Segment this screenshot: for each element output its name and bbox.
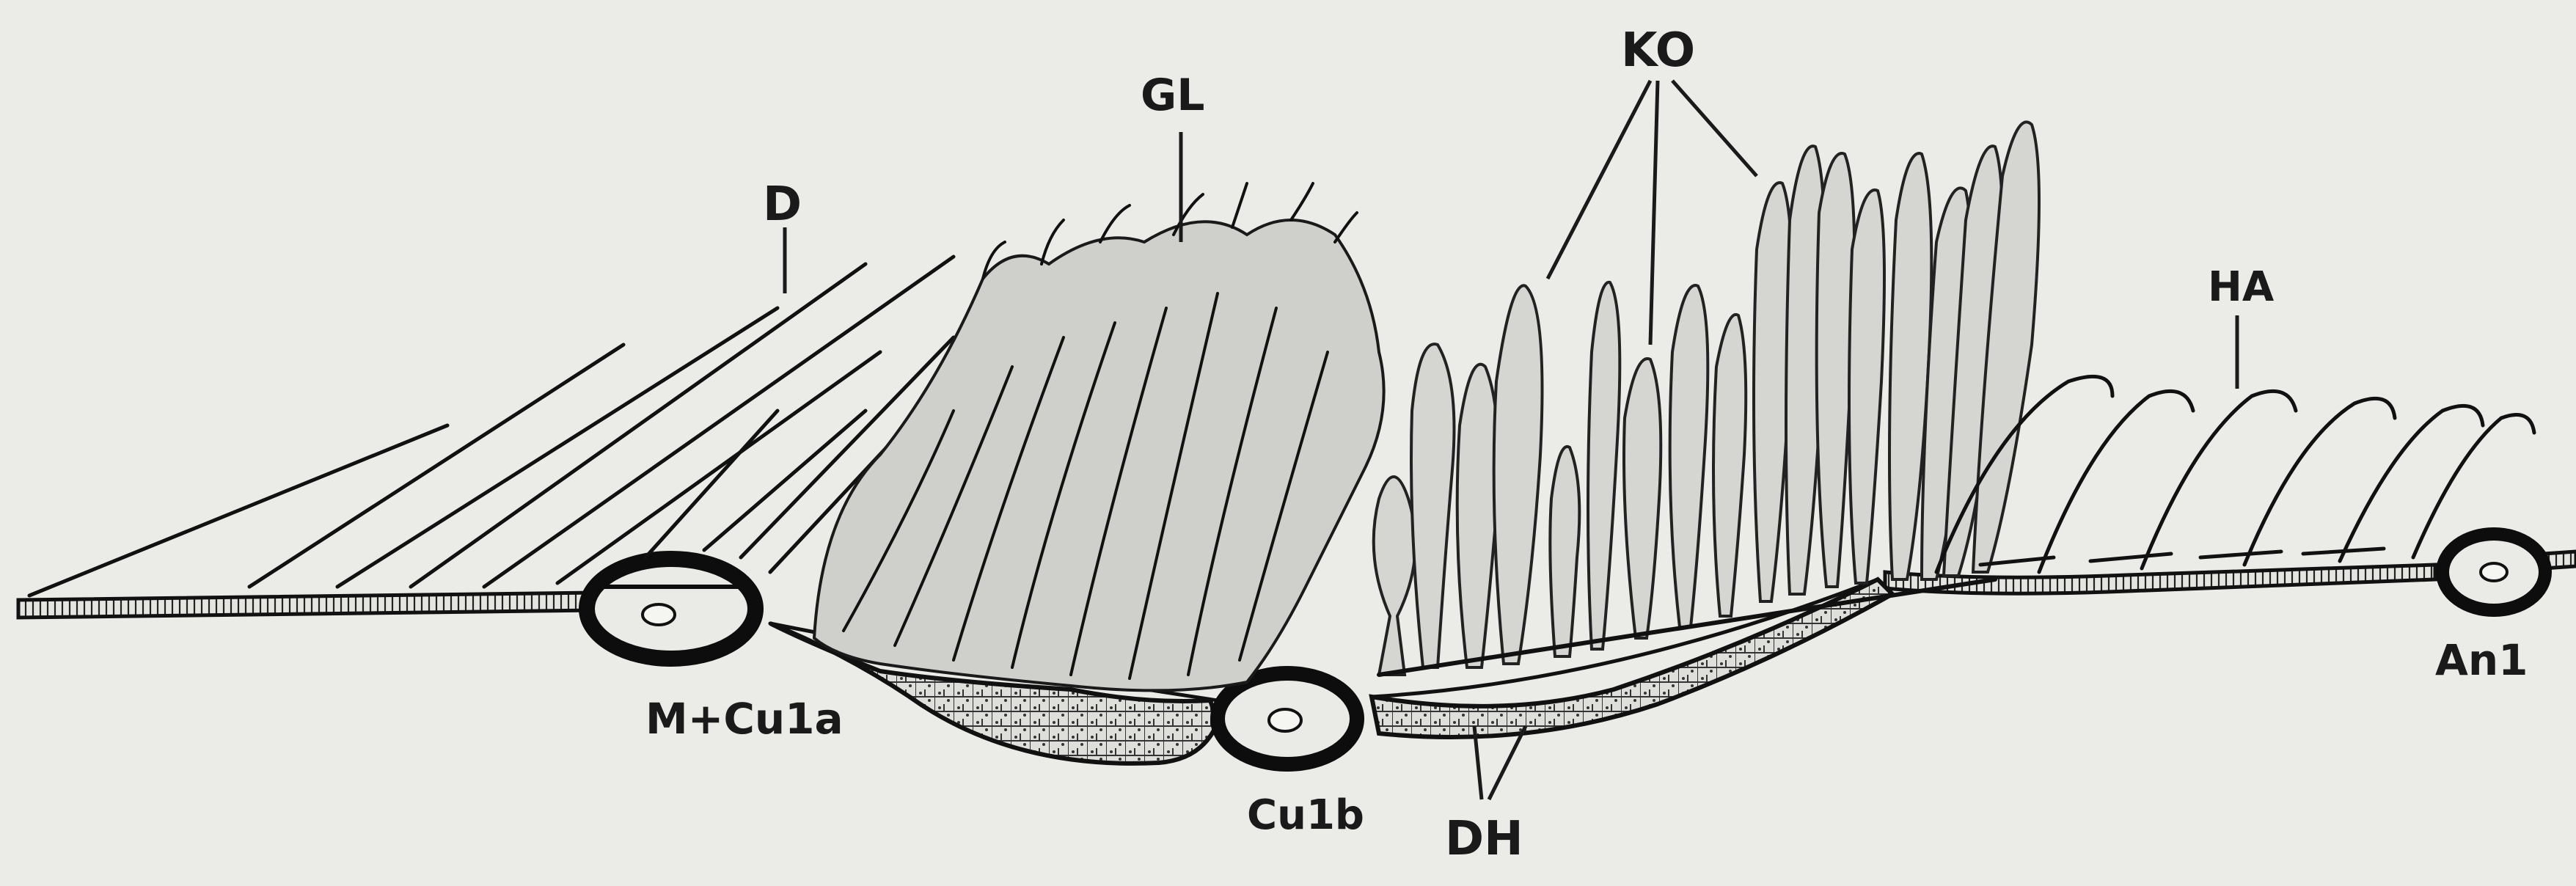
gl-mass [814, 183, 1384, 690]
label-d: D [763, 177, 802, 232]
membrane-left [18, 593, 594, 618]
label-gl: GL [1141, 70, 1204, 121]
label-dh: DH [1445, 812, 1523, 866]
label-ha: HA [2208, 263, 2275, 311]
label-m-cu1a: M+Cu1a [645, 694, 844, 744]
label-an1: An1 [2435, 635, 2528, 685]
label-cu1b: Cu1b [1247, 791, 1364, 839]
vein-cu1b [1218, 673, 1357, 764]
vein-m-cu1a [587, 559, 755, 659]
ha-hairs [1936, 376, 2534, 572]
vein-an1 [2443, 534, 2545, 610]
label-ko: KO [1621, 23, 1695, 78]
ko-leaders [1548, 81, 1757, 345]
